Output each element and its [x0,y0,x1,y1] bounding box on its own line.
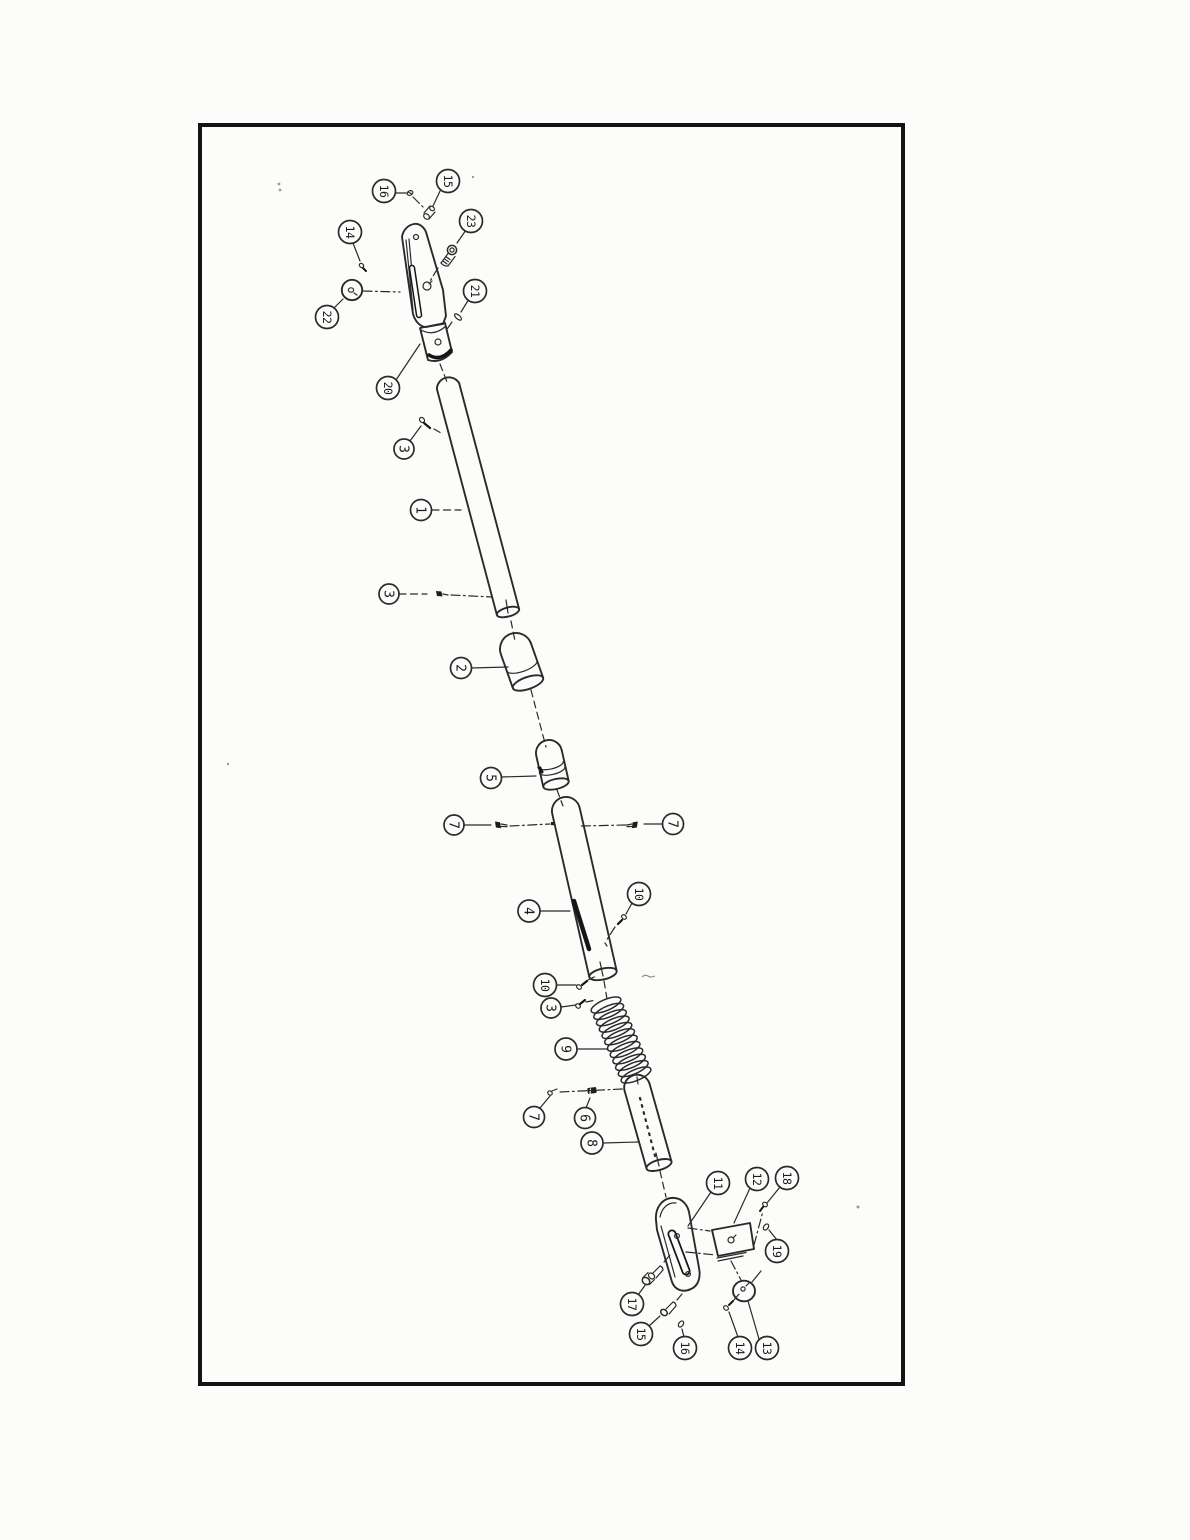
callout-23: 23 [458,208,484,234]
callout-3-bottom: 3 [540,997,562,1019]
svg-text:3: 3 [380,590,395,598]
svg-text:7: 7 [525,1113,540,1121]
callout-14-bottom: 14 [727,1335,753,1361]
svg-text:20: 20 [381,382,395,395]
callout-15-head: 15 [435,168,461,194]
part-5-bushing [535,739,570,791]
svg-text:16: 16 [678,1342,692,1355]
fasteners [340,190,770,1328]
callout-15-bottom: 15 [628,1321,654,1347]
callout-1: 1 [409,498,433,522]
callout-3-top: 3 [393,438,415,460]
svg-text:4: 4 [520,907,535,915]
callout-22: 22 [314,304,340,330]
callout-7-bottom: 7 [522,1105,546,1129]
part-9-spring [590,996,652,1084]
callout-4: 4 [517,899,541,923]
callout-3-mid: 3 [378,583,400,605]
svg-text:8: 8 [583,1139,598,1147]
callout-11: 11 [705,1170,731,1196]
callout-16-head: 16 [371,178,397,204]
part-1-upper-tube [435,376,555,826]
part-12-jaw-pad [711,1222,755,1262]
callout-17: 17 [619,1291,645,1317]
callout-10-left: 10 [532,972,558,998]
svg-text:3: 3 [542,1004,557,1012]
callout-18: 18 [774,1165,800,1191]
svg-text:16: 16 [377,185,391,198]
callout-balloons: 16 15 23 14 22 21 20 3 1 3 2 5 7 7 4 10 … [314,168,800,1361]
callout-6: 6 [573,1106,597,1130]
svg-text:12: 12 [750,1173,764,1186]
svg-text:15: 15 [634,1328,648,1341]
svg-text:5: 5 [482,774,497,782]
svg-text:22: 22 [320,311,334,324]
callout-20: 20 [375,375,401,401]
svg-text:10: 10 [538,979,552,992]
svg-text:15: 15 [441,175,455,188]
axis-lines [362,196,764,1302]
part-8-lower-tube [623,1073,673,1172]
svg-text:14: 14 [733,1342,747,1355]
callout-19: 19 [764,1238,790,1264]
figure-border [198,123,905,1386]
svg-text:14: 14 [343,226,357,239]
part-20-head-assembly [401,222,453,362]
part-13-disc [732,1279,756,1303]
callout-5: 5 [479,766,503,790]
svg-text:23: 23 [464,215,478,228]
leader-lines [332,188,781,1340]
callout-16-bottom: 16 [672,1335,698,1361]
svg-text:17: 17 [625,1298,639,1311]
callout-21: 21 [462,278,488,304]
callout-14-head: 14 [337,219,363,245]
svg-text:13: 13 [760,1342,774,1355]
callout-7-left: 7 [443,814,465,836]
callout-9: 9 [554,1037,578,1061]
svg-text:18: 18 [780,1172,794,1185]
svg-text:2: 2 [452,664,467,672]
svg-text:10: 10 [632,888,646,901]
svg-text:19: 19 [770,1245,784,1258]
part-4-slotted-tube [551,796,618,982]
callout-2: 2 [449,656,473,680]
callout-10-right: 10 [626,881,652,907]
svg-text:7: 7 [664,820,679,828]
svg-text:7: 7 [445,821,460,829]
svg-text:21: 21 [468,285,482,298]
svg-text:6: 6 [576,1114,591,1122]
part-2-collar [499,632,545,692]
svg-text:9: 9 [557,1045,572,1053]
svg-text:11: 11 [711,1177,725,1190]
scan-specks [226,175,860,1209]
callout-8: 8 [580,1131,604,1155]
part-11-clamp-body [655,1196,701,1292]
svg-text:1: 1 [412,506,427,514]
svg-text:3: 3 [395,445,410,453]
callout-13: 13 [754,1335,780,1361]
callout-12: 12 [744,1166,770,1192]
callout-7-right: 7 [661,812,685,836]
